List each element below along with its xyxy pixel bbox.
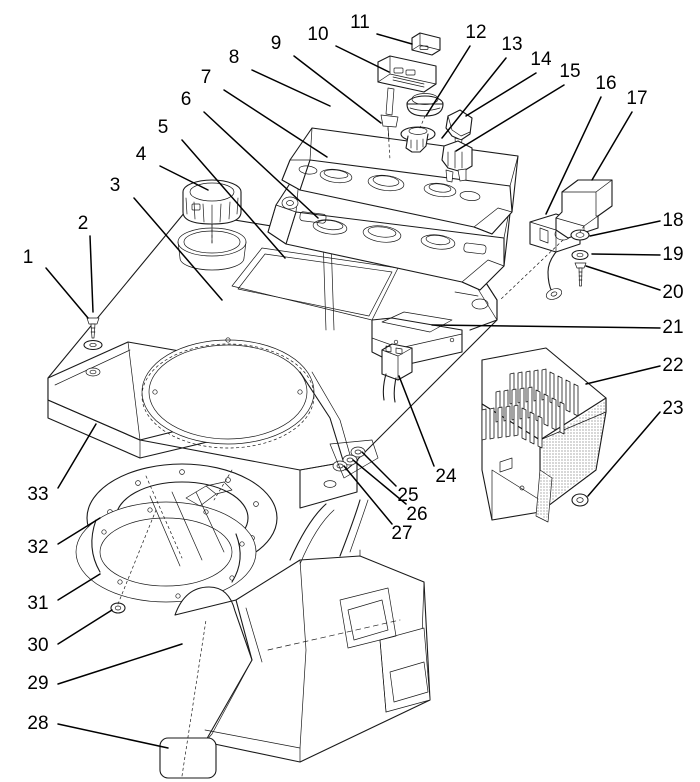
callout-18: 18 [662,210,683,231]
callout-2: 2 [78,213,89,234]
fastener-cluster [329,439,379,479]
callout-11: 11 [350,12,370,33]
callout-19: 19 [662,244,683,265]
blower-housing-31 [75,481,257,603]
knob-cap-12 [406,93,444,117]
pad-28 [159,619,217,779]
switch-base-13 [400,126,436,153]
callout-29: 29 [27,673,48,694]
callout-31: 31 [27,593,48,614]
plate-21 [381,311,453,333]
vented-shroud-22 [481,347,607,523]
callout-14: 14 [530,49,552,70]
callout-15: 15 [559,61,580,82]
callout-23: 23 [662,398,683,419]
switch-clip [411,32,441,56]
callout-12: 12 [465,22,486,43]
callout-27: 27 [391,523,412,544]
connector-boot-15 [441,140,473,183]
callout-24: 24 [435,466,457,487]
callout-22: 22 [662,355,683,376]
ribbed-cap-knob-4 [182,179,242,244]
callout-17: 17 [626,88,647,109]
callout-1: 1 [23,247,34,268]
bolt-and-washer-1-2 [83,317,103,351]
callout-33: 33 [27,484,48,505]
relay-module-24 [381,343,413,403]
callout-32: 32 [27,537,48,558]
callout-25: 25 [397,485,418,506]
fastener-stack-18-20 [570,229,590,287]
callout-28: 28 [27,713,48,734]
callout-21: 21 [662,317,683,338]
callout-10: 10 [307,24,328,45]
callout-8: 8 [229,47,240,68]
callout-7: 7 [201,67,212,88]
callout-20: 20 [662,282,683,303]
fastener-30 [110,509,157,614]
floor-pan-29 [174,499,431,763]
callout-5: 5 [158,117,169,138]
fastener-23 [571,493,589,507]
shroud-louvers [481,368,579,449]
callout-leaders [45,33,661,749]
callout-numbers: 1 2 3 4 5 6 7 8 9 10 11 12 13 14 15 16 1… [23,12,684,734]
callout-13: 13 [501,34,522,55]
callout-16: 16 [595,73,616,94]
assembly-guides [145,115,585,559]
callout-26: 26 [406,504,427,525]
main-console-housing [47,205,498,509]
mounting-bracket-17 [555,179,613,239]
callout-30: 30 [27,635,48,656]
switch-module [377,55,437,141]
callout-3: 3 [110,175,121,196]
callout-6: 6 [181,89,192,110]
callout-9: 9 [271,33,282,54]
callout-4: 4 [136,144,147,165]
